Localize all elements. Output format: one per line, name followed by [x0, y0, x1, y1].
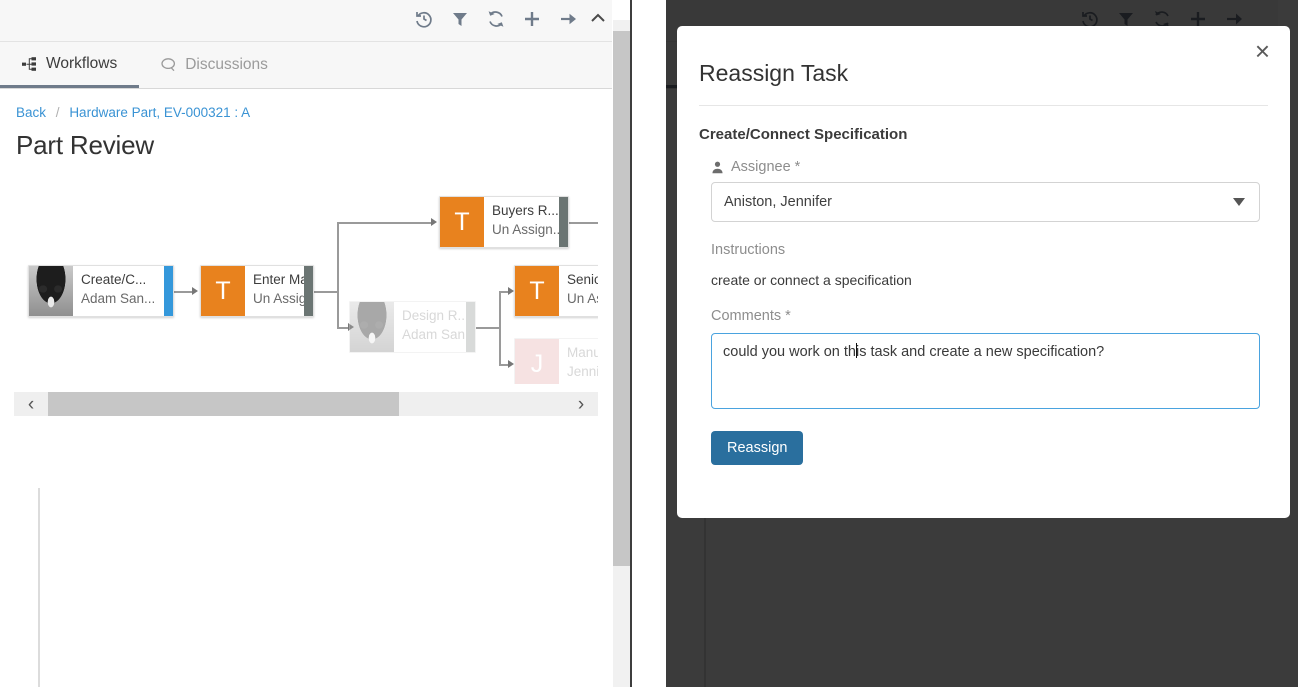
page-title: Part Review	[16, 130, 154, 160]
reassign-submit-button[interactable]: Reassign	[711, 431, 804, 465]
node-status-bar	[164, 266, 173, 316]
breadcrumb-current[interactable]: Hardware Part, EV-000321 : A	[69, 105, 251, 120]
workflow-node-design-review[interactable]: Design R... Adam San...	[349, 301, 476, 353]
workflow-horizontal-scrollbar[interactable]: ‹ ›	[14, 392, 598, 416]
workflow-graph: Create/C... Adam San... T Enter Ma... Un…	[14, 177, 598, 384]
workflow-node-enter-manufacturer[interactable]: T Enter Ma... Un Assign...	[200, 265, 314, 317]
avatar: T	[515, 266, 559, 316]
node-title: Senior D	[567, 272, 598, 287]
toolbar-icons	[414, 9, 578, 29]
page-vertical-scrollbar[interactable]	[613, 20, 630, 687]
assignee-label: Assignee *	[711, 159, 1268, 175]
node-status-bar	[559, 197, 568, 247]
comments-text-after: is task and create a new specification?	[856, 344, 1105, 360]
connector	[174, 291, 194, 293]
workflow-icon	[22, 56, 38, 72]
history-icon[interactable]	[414, 9, 434, 29]
chevron-down-icon	[1233, 198, 1245, 206]
filter-icon[interactable]	[450, 9, 470, 29]
connector	[337, 327, 351, 329]
node-title: Create/C...	[81, 272, 147, 287]
comments-text-before: could you work on th	[723, 344, 856, 360]
connector-arrow	[508, 287, 514, 295]
node-title: Design R...	[402, 308, 466, 323]
scroll-thumb[interactable]	[48, 392, 399, 416]
connector-arrow	[192, 287, 198, 295]
node-subtitle: Adam San...	[402, 326, 466, 342]
connector-arrow	[348, 323, 354, 331]
instructions-label: Instructions	[711, 242, 786, 258]
toolbar	[0, 0, 612, 42]
avatar: T	[201, 266, 245, 316]
node-status-bar	[304, 266, 313, 316]
person-icon	[712, 161, 723, 173]
main-content: Back / Hardware Part, EV-000321 : A Part…	[0, 89, 612, 687]
workflow-node-manufacturing-review[interactable]: J Manufa Jennifer	[514, 338, 598, 384]
avatar: T	[440, 197, 484, 247]
scroll-track[interactable]	[48, 392, 564, 416]
connector	[337, 222, 339, 328]
node-subtitle: Un Assign...	[253, 290, 304, 306]
node-subtitle: Adam San...	[81, 290, 156, 306]
timeline-line	[38, 488, 40, 687]
connector	[476, 327, 500, 329]
page-scroll-thumb[interactable]	[613, 31, 630, 566]
connector	[499, 291, 511, 293]
connector-arrow	[431, 218, 437, 226]
tab-discussions[interactable]: Discussions	[139, 42, 290, 88]
close-icon[interactable]: ×	[1254, 36, 1270, 66]
avatar: J	[515, 339, 559, 384]
comments-label: Comments *	[711, 308, 791, 324]
connector	[499, 291, 501, 365]
connector	[314, 291, 338, 293]
modal-section-title: Create/Connect Specification	[699, 126, 908, 143]
plus-icon[interactable]	[522, 9, 542, 29]
assignee-selected-value: Aniston, Jennifer	[724, 194, 833, 210]
refresh-icon[interactable]	[486, 9, 506, 29]
connector	[569, 222, 598, 224]
node-subtitle: Un Assign...	[492, 221, 559, 237]
avatar	[29, 266, 73, 316]
scroll-left-arrow[interactable]: ‹	[27, 393, 35, 415]
node-status-bar	[466, 302, 475, 352]
comments-input[interactable]: could you work on this task and create a…	[711, 333, 1260, 409]
avatar	[350, 302, 394, 352]
node-title: Manufa	[567, 345, 598, 360]
connector	[337, 222, 433, 224]
workflow-node-create-connect-specification[interactable]: Create/C... Adam San...	[28, 265, 174, 317]
modal-title: Reassign Task	[699, 26, 1268, 106]
tab-label-discussions: Discussions	[185, 56, 268, 73]
panel-divider	[630, 0, 632, 687]
breadcrumb-separator: /	[55, 105, 60, 120]
scroll-right-arrow[interactable]: ›	[577, 393, 585, 415]
arrow-right-icon[interactable]	[558, 9, 578, 29]
tab-workflows[interactable]: Workflows	[0, 42, 140, 88]
instructions-text: create or connect a specification	[711, 272, 912, 288]
node-title: Enter Ma...	[253, 272, 304, 287]
connector	[499, 364, 511, 366]
text-cursor	[855, 343, 857, 358]
tab-bar: Workflows Discussions	[0, 42, 612, 89]
workflow-node-buyers-review[interactable]: T Buyers R... Un Assign...	[439, 196, 569, 248]
workflow-node-senior-design-review[interactable]: T Senior D Un Assig	[514, 265, 598, 317]
breadcrumb: Back / Hardware Part, EV-000321 : A	[0, 89, 612, 126]
reassign-task-modal: × Reassign Task Create/Connect Specifica…	[677, 26, 1290, 518]
modal-body: Create/Connect Specification Assignee * …	[699, 106, 1268, 465]
tab-label-workflows: Workflows	[46, 54, 118, 72]
app-panel: Workflows Discussions Back / Hardware Pa…	[0, 0, 632, 687]
assignee-select[interactable]: Aniston, Jennifer	[711, 182, 1260, 222]
node-subtitle: Jennifer	[567, 363, 598, 379]
node-title: Buyers R...	[492, 203, 559, 218]
node-subtitle: Un Assig	[567, 290, 598, 306]
assignee-label-text: Assignee *	[731, 159, 801, 175]
workflow-canvas[interactable]: Create/C... Adam San... T Enter Ma... Un…	[14, 177, 598, 384]
chevron-up-icon[interactable]	[588, 8, 608, 28]
comment-icon	[161, 57, 177, 73]
connector-arrow	[508, 360, 514, 368]
back-link[interactable]: Back	[16, 105, 47, 120]
